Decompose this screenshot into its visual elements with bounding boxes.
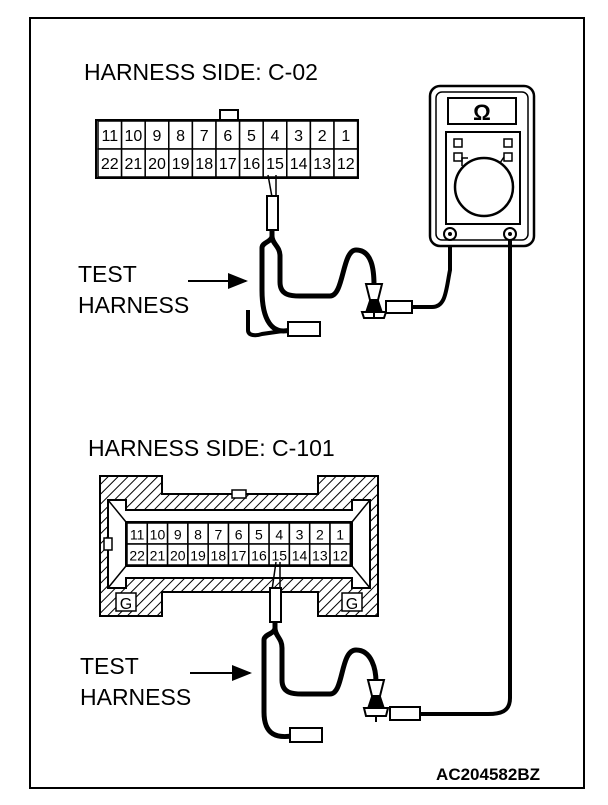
meter-lead-long <box>420 240 512 716</box>
connector-c02-pin-label: 6 <box>223 128 232 145</box>
connector-c101-pin-label: 21 <box>150 548 166 564</box>
test-probe-top <box>266 195 279 231</box>
ohmmeter-display <box>447 97 517 125</box>
connector-c02-title: HARNESS SIDE: C-02 <box>84 59 318 85</box>
connector-c101-pin-label: 15 <box>271 548 287 564</box>
connector-c02-pin-label: 1 <box>341 128 350 145</box>
ground-marker-left <box>115 592 137 612</box>
connector-c02-pin-label: 5 <box>247 128 256 145</box>
connector-c101-pin-label: 19 <box>190 548 206 564</box>
connector-c02-pin-label: 2 <box>318 128 327 145</box>
test-harness-top-label-line2: HARNESS <box>78 292 189 318</box>
test-harness-bottom-label-line1: TEST <box>80 653 139 679</box>
connector-c101-key <box>231 489 247 499</box>
connector-c101-pin-label: 9 <box>174 527 182 543</box>
connector-c101-pin-label: 8 <box>194 527 202 543</box>
connector-c101-pin-label: 14 <box>292 548 308 564</box>
ohmmeter: Ω <box>428 84 536 248</box>
connector-c101-pin-label: 6 <box>235 527 243 543</box>
connector-c101-pin-label: 5 <box>255 527 263 543</box>
connector-c101-pin-label: 1 <box>336 527 344 543</box>
connector-c02-pin-label: 21 <box>125 156 143 173</box>
connector-c02-pin-label: 15 <box>266 156 284 173</box>
connector-c101-pin-label: 10 <box>150 527 166 543</box>
ohm-symbol-icon: Ω <box>473 100 491 125</box>
connector-c02-pin-label: 13 <box>313 156 331 173</box>
test-harness-top-plug <box>287 321 321 337</box>
test-harness-top-label-line1: TEST <box>78 261 137 287</box>
connector-c02-pin-label: 20 <box>148 156 166 173</box>
connector-c101-pin-label: 20 <box>170 548 186 564</box>
connector-c101-pin-label: 3 <box>296 527 304 543</box>
ohmmeter-dial <box>453 156 515 218</box>
connector-c101-pin-label: 18 <box>211 548 227 564</box>
connector-c02-pin-label: 17 <box>219 156 237 173</box>
connector-c02-pin-cell <box>333 148 359 178</box>
connector-c101-pin-label: 16 <box>251 548 267 564</box>
connector-c101-pin-label: 4 <box>275 527 283 543</box>
connector-c02-pin-label: 14 <box>290 156 308 173</box>
connector-c101-pin-label: 17 <box>231 548 247 564</box>
connector-c02-pin-label: 16 <box>243 156 261 173</box>
connector-c02-pin-label: 11 <box>101 128 118 145</box>
connector-c02-pin-label: 10 <box>125 128 143 145</box>
test-harness-bottom-plug <box>289 727 323 743</box>
connector-c101-title: HARNESS SIDE: C-101 <box>88 435 335 461</box>
connector-c101-pin-label: 12 <box>332 548 348 564</box>
connector-c02-pin-label: 9 <box>153 128 162 145</box>
connector-c02-pin-label: 22 <box>101 156 119 173</box>
connector-c101-pin-label: 7 <box>214 527 222 543</box>
connector-c101-pin-cell <box>329 543 352 566</box>
connector-c02-pin-label: 8 <box>176 128 185 145</box>
test-harness-top-wire <box>246 174 452 338</box>
connector-c02-pin-label: 4 <box>271 128 280 145</box>
connector-c02-pin-label: 18 <box>195 156 213 173</box>
figure-code: AC204582BZ <box>436 765 540 784</box>
ground-label-right: G <box>346 596 358 613</box>
ground-label-left: G <box>120 596 132 613</box>
connector-c101-pin-label: 2 <box>316 527 324 543</box>
connector-c02-pin-label: 7 <box>200 128 209 145</box>
connector-c101-pin-label: 13 <box>312 548 328 564</box>
connector-c101-pin-label: 11 <box>130 527 145 543</box>
test-harness-bottom-label-line2: HARNESS <box>80 684 191 710</box>
figure-frame <box>29 17 585 789</box>
test-probe-bottom <box>269 587 282 623</box>
connector-c02-pin-label: 3 <box>294 128 303 145</box>
connector-c101-pin-label: 22 <box>129 548 145 564</box>
test-harness-bottom-wire <box>261 561 421 743</box>
connector-c02-pin-label: 12 <box>337 156 355 173</box>
connector-c02-pin-label: 19 <box>172 156 190 173</box>
ground-marker-right <box>341 592 363 612</box>
